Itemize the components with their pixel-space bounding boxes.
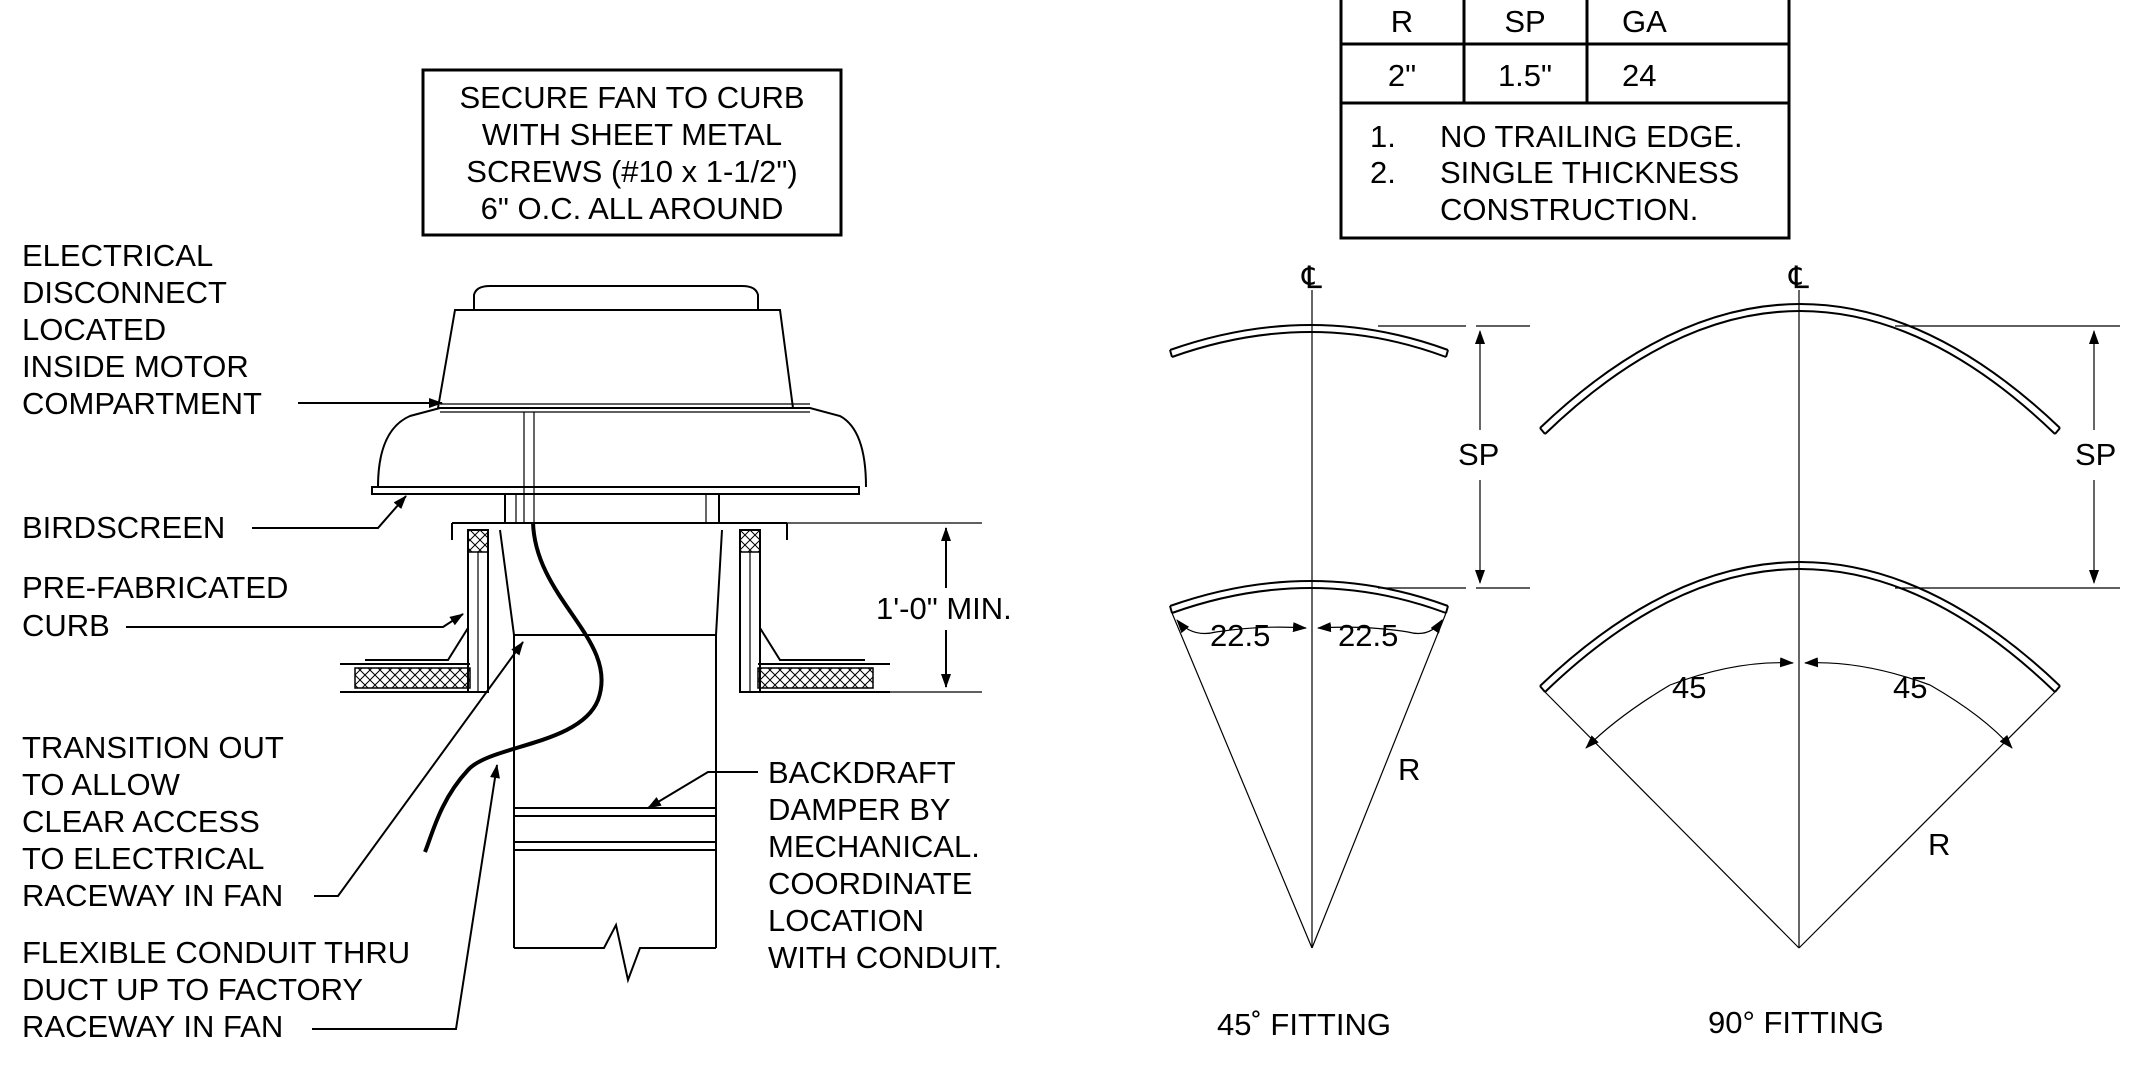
motor-housing: [436, 309, 795, 409]
svg-text:BIRDSCREEN: BIRDSCREEN: [22, 510, 225, 545]
exhaust-duct: [499, 529, 723, 984]
electrical-disconnect-label: ELECTRICAL DISCONNECT LOCATED INSIDE MOT…: [22, 238, 443, 421]
note-1-num: 1.: [1370, 119, 1396, 154]
vane-upper-45: [1169, 324, 1449, 351]
r-label-90: R: [1928, 827, 1950, 862]
secure-fan-note: SECURE FAN TO CURB WITH SHEET METAL SCRE…: [421, 68, 843, 237]
r-label-45: R: [1398, 752, 1420, 787]
conduit-leader: [312, 764, 500, 1030]
note-box-frame: [421, 68, 843, 237]
svg-text:COORDINATE: COORDINATE: [768, 866, 972, 901]
duct-break-line: [514, 922, 716, 984]
value-ga: 24: [1622, 58, 1656, 93]
angle-left-90: 45: [1672, 670, 1706, 705]
sp-label-90: SP: [2075, 437, 2116, 472]
svg-text:TO ELECTRICAL: TO ELECTRICAL: [22, 841, 264, 876]
centerline-symbol-45: ℄: [1301, 260, 1322, 295]
svg-text:CLEAR ACCESS: CLEAR ACCESS: [22, 804, 260, 839]
svg-text:MECHANICAL.: MECHANICAL.: [768, 829, 980, 864]
svg-text:ELECTRICAL: ELECTRICAL: [22, 238, 213, 273]
backdraft-leader: [647, 771, 758, 809]
svg-text:COMPARTMENT: COMPARTMENT: [22, 386, 262, 421]
svg-text:DISCONNECT: DISCONNECT: [22, 275, 227, 310]
fan-dome: [377, 407, 867, 488]
note-2-num: 2.: [1370, 155, 1396, 190]
duct-transition-left: [499, 529, 515, 948]
note-3-text: CONSTRUCTION.: [1440, 192, 1698, 227]
pre-fabricated-curb: [340, 522, 890, 693]
vane-upper-90: [1539, 303, 2061, 429]
svg-text:PRE-FABRICATED: PRE-FABRICATED: [22, 570, 288, 605]
header-ga: GA: [1622, 4, 1667, 39]
svg-text:WITH CONDUIT.: WITH CONDUIT.: [768, 940, 1002, 975]
spec-table-frame: [1339, 0, 1791, 240]
fitting-45: ℄ SP 22.5 22.5 R 45˚ FITTING: [1169, 260, 1530, 1042]
roof-insulation-left: [354, 667, 471, 689]
flexible-conduit: [423, 521, 604, 853]
fan-top-cap: [473, 285, 759, 310]
svg-text:DUCT UP TO FACTORY: DUCT UP TO FACTORY: [22, 972, 363, 1007]
transition-leader: [314, 641, 524, 897]
angle-right-90: 45: [1893, 670, 1927, 705]
min-height-dimension: 1'-0" MIN.: [728, 522, 1012, 693]
svg-text:DAMPER BY: DAMPER BY: [768, 792, 951, 827]
vane-lower-45: [1169, 580, 1449, 607]
sp-label-45: SP: [1458, 437, 1499, 472]
svg-text:TO ALLOW: TO ALLOW: [22, 767, 181, 802]
note-1-text: NO TRAILING EDGE.: [1440, 119, 1743, 154]
min-height-text: 1'-0" MIN.: [876, 591, 1012, 626]
curb-label: PRE-FABRICATED CURB: [22, 570, 464, 643]
vane-lower-90: [1539, 561, 2061, 687]
note-line-1: SECURE FAN TO CURB: [459, 80, 804, 115]
backdraft-label: BACKDRAFT DAMPER BY MECHANICAL. COORDINA…: [647, 755, 1002, 975]
header-sp: SP: [1504, 4, 1545, 39]
svg-text:RACEWAY IN FAN: RACEWAY IN FAN: [22, 878, 283, 913]
birdscreen-plate: [371, 486, 860, 495]
transition-label: TRANSITION OUT TO ALLOW CLEAR ACCESS TO …: [22, 641, 524, 913]
curb-leader: [126, 613, 464, 628]
angle-right-45: 22.5: [1338, 618, 1398, 653]
svg-text:FLEXIBLE CONDUIT THRU: FLEXIBLE CONDUIT THRU: [22, 935, 410, 970]
roof-insulation-right: [757, 667, 874, 689]
value-r: 2": [1388, 58, 1416, 93]
header-r: R: [1391, 4, 1413, 39]
duct-transition-right: [715, 529, 723, 948]
centerline-symbol-90: ℄: [1788, 260, 1809, 295]
angle-left-45: 22.5: [1210, 618, 1270, 653]
value-sp: 1.5": [1498, 58, 1552, 93]
note-2-text: SINGLE THICKNESS: [1440, 155, 1739, 190]
caption-45-fitting: 45˚ FITTING: [1217, 1007, 1391, 1042]
svg-text:LOCATION: LOCATION: [768, 903, 924, 938]
note-line-2: WITH SHEET METAL: [482, 117, 782, 152]
birdscreen-label: BIRDSCREEN: [22, 495, 407, 545]
caption-90-fitting: 90° FITTING: [1708, 1005, 1884, 1040]
svg-text:TRANSITION OUT: TRANSITION OUT: [22, 730, 284, 765]
svg-text:LOCATED: LOCATED: [22, 312, 166, 347]
conduit-label: FLEXIBLE CONDUIT THRU DUCT UP TO FACTORY…: [22, 764, 500, 1044]
svg-text:CURB: CURB: [22, 608, 110, 643]
note-line-3: SCREWS (#10 x 1-1/2"): [466, 154, 797, 189]
svg-text:INSIDE MOTOR: INSIDE MOTOR: [22, 349, 249, 384]
birdscreen-leader: [252, 495, 407, 529]
note-line-4: 6" O.C. ALL AROUND: [481, 191, 784, 226]
fitting-90: ℄ SP 45 45 R 90° FITTING: [1539, 260, 2120, 1040]
spec-table: R SP GA 2" 1.5" 24 1. NO TRAILING EDGE. …: [1339, 0, 1791, 240]
svg-text:BACKDRAFT: BACKDRAFT: [768, 755, 956, 790]
fan-base-neck: [504, 493, 720, 524]
roof-fan-assembly: [371, 285, 867, 524]
svg-text:RACEWAY IN FAN: RACEWAY IN FAN: [22, 1009, 283, 1044]
